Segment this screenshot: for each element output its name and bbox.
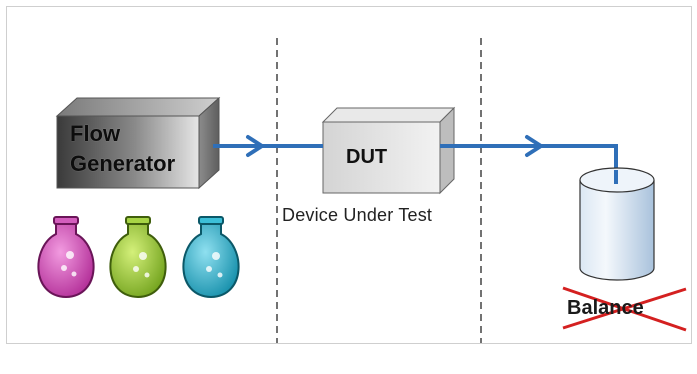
flask-magenta-icon [37,216,95,299]
dut-box [321,106,456,195]
flow-generator-label-line1: Flow [70,121,121,146]
balance-label: Balance [567,297,644,319]
flow-generator-label: Flow Generator [70,119,175,179]
cylinder-icon [579,167,655,281]
strike-out-mark [562,286,687,332]
arrow-generator-to-dut [213,135,323,157]
dut-caption: Device Under Test [282,205,433,225]
flow-generator-label-line2: Generator [70,151,176,176]
flow-generator-box [55,96,221,190]
arrow-dut-to-balance [440,135,618,176]
dut-label: DUT [346,146,388,168]
flask-cyan-icon [182,216,240,299]
flask-green-icon [109,216,167,299]
